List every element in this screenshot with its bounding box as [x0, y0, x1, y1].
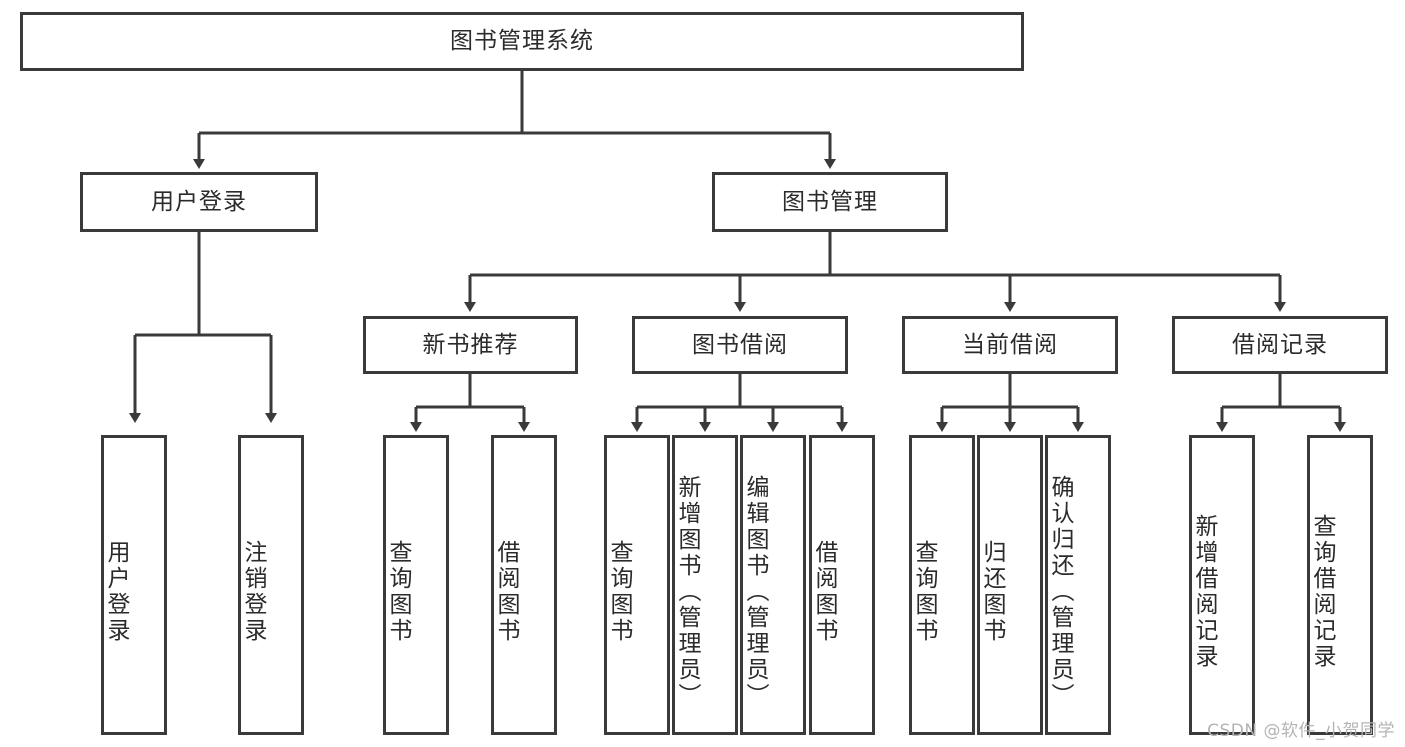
node-label: 当前借阅 [962, 331, 1058, 358]
node-label: 借阅记录 [1232, 331, 1328, 358]
node-book-management[interactable]: 图书管理 [712, 172, 948, 232]
node-leaf-logout[interactable]: 注销登录 [238, 435, 304, 735]
node-label: 编辑图书（管理员） [742, 475, 768, 709]
node-user-login[interactable]: 用户登录 [80, 172, 318, 232]
node-label: 图书管理 [782, 188, 878, 215]
node-label: 确认归还（管理员） [1047, 475, 1073, 709]
node-leaf-borrow-book[interactable]: 借阅图书 [809, 435, 875, 735]
node-leaf-query-book-borrow[interactable]: 查询图书 [604, 435, 670, 735]
node-label: 查询借阅记录 [1309, 514, 1335, 670]
node-leaf-user-login[interactable]: 用户登录 [101, 435, 167, 735]
node-label: 归还图书 [979, 540, 1005, 644]
node-label: 用户登录 [103, 540, 129, 644]
node-label: 新书推荐 [422, 331, 519, 358]
node-label: 借阅图书 [811, 540, 837, 644]
node-label: 图书借阅 [692, 331, 788, 358]
node-label: 查询图书 [911, 540, 937, 644]
node-borrow-record[interactable]: 借阅记录 [1172, 316, 1388, 374]
node-label: 新增借阅记录 [1191, 514, 1217, 670]
node-label: 注销登录 [240, 540, 266, 644]
node-root-book-management-system[interactable]: 图书管理系统 [20, 12, 1024, 71]
node-current-borrow[interactable]: 当前借阅 [902, 316, 1118, 374]
node-label: 借阅图书 [493, 540, 519, 644]
node-new-book-recommend[interactable]: 新书推荐 [363, 316, 578, 374]
node-label: 图书管理系统 [450, 28, 594, 55]
node-label: 查询图书 [385, 540, 411, 644]
node-leaf-borrow-book-recommend[interactable]: 借阅图书 [491, 435, 557, 735]
node-leaf-query-book-recommend[interactable]: 查询图书 [383, 435, 449, 735]
node-leaf-confirm-return-admin[interactable]: 确认归还（管理员） [1045, 435, 1111, 735]
node-book-borrow[interactable]: 图书借阅 [632, 316, 848, 374]
node-leaf-query-book-current[interactable]: 查询图书 [909, 435, 975, 735]
node-label: 查询图书 [606, 540, 632, 644]
node-leaf-add-book-admin[interactable]: 新增图书（管理员） [672, 435, 738, 735]
node-leaf-add-borrow-record[interactable]: 新增借阅记录 [1189, 435, 1255, 735]
node-leaf-query-borrow-record[interactable]: 查询借阅记录 [1307, 435, 1373, 735]
node-leaf-return-book[interactable]: 归还图书 [977, 435, 1043, 735]
watermark: CSDN @软件_小贺同学 [1207, 721, 1395, 741]
node-label: 用户登录 [151, 188, 247, 215]
node-leaf-edit-book-admin[interactable]: 编辑图书（管理员） [740, 435, 806, 735]
node-label: 新增图书（管理员） [674, 475, 700, 709]
